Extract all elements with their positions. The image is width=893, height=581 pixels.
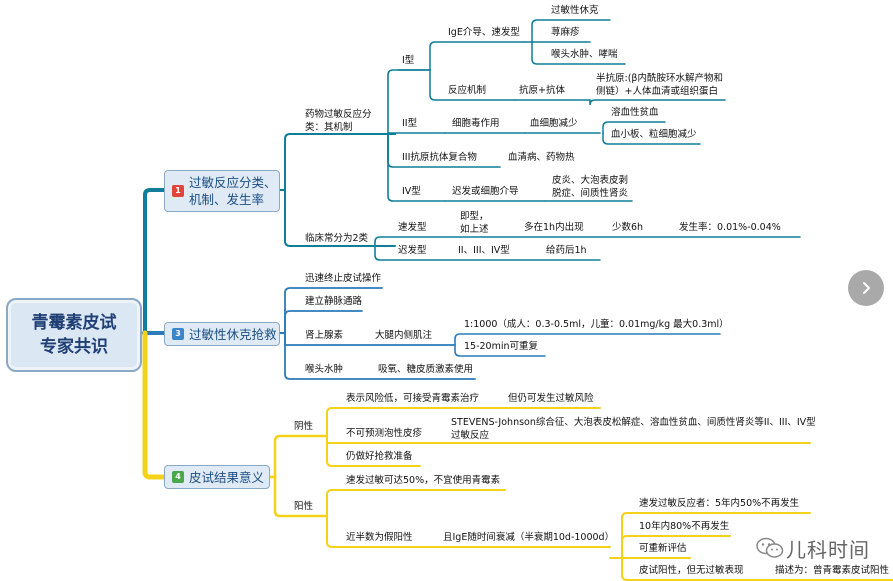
prepare-rescue-node[interactable]: 仍做好抢救准备: [346, 451, 413, 462]
connector-line: [429, 69, 516, 101]
connector-line: [284, 310, 363, 334]
sjs-node[interactable]: STEVENS-Johnson综合征、大泡表皮松解症、溶血性贫血、间质性肾炎等I…: [451, 417, 816, 441]
oxygen-steroid-node[interactable]: 吸氧、糖皮质激素使用: [378, 364, 474, 375]
laryngeal-edema-asthma-node[interactable]: 喉头水肿、哮喘: [551, 49, 618, 60]
hapten-node[interactable]: 半抗原:(β内酰胺环水解产物和 侧链）+人体血清或组织蛋白: [596, 73, 723, 97]
root-label: 青霉素皮试 专家共识: [31, 313, 117, 357]
cytotoxic-node[interactable]: 细胞毒作用: [452, 118, 500, 129]
antigen-antibody-node[interactable]: 抗原+抗体: [519, 85, 565, 96]
delayed-type-node[interactable]: 迟发型: [398, 245, 427, 256]
immediate-desc-node[interactable]: 即型， 如上述: [460, 211, 489, 235]
within-1h-node[interactable]: 多在1h内出现: [524, 222, 584, 233]
after-1h-node[interactable]: 给药后1h: [546, 245, 587, 256]
decay-10yr-node[interactable]: 10年内80%不再发生: [639, 521, 730, 532]
connector-line: [387, 69, 431, 135]
branch-number-badge: 4: [172, 471, 184, 483]
cytopenia-node[interactable]: 血细胞减少: [530, 118, 578, 129]
branch-number-badge: 1: [172, 185, 184, 197]
platelet-granulocyte-node[interactable]: 血小板、粒细胞减少: [611, 129, 697, 140]
branch-allergy-classification[interactable]: 1 过敏反应分类、 机制、发生率: [164, 170, 280, 212]
connector-line: [326, 407, 501, 437]
dermatitis-node[interactable]: 皮炎、大泡表皮剥 脱症、间质性肾炎: [552, 175, 629, 199]
stop-test-node[interactable]: 迅速终止皮试操作: [305, 273, 382, 284]
allergy-50-node[interactable]: 速发过敏可达50%，不宜使用青霉素: [346, 475, 501, 486]
few-6h-node[interactable]: 少数6h: [612, 222, 644, 233]
delayed-types-node[interactable]: II、III、IV型: [458, 245, 510, 256]
connector-line: [284, 332, 476, 380]
connector-line: [589, 99, 726, 106]
connector-line: [621, 535, 731, 548]
next-slide-button[interactable]: [848, 270, 884, 306]
connector-line: [454, 344, 546, 357]
dose-node[interactable]: 1:1000（成人：0.3-0.5ml，儿童：0.01mg/kg 最大0.3ml…: [464, 319, 729, 330]
unpredictable-rash-node[interactable]: 不可预测泡性皮疹: [346, 428, 423, 439]
connector-line: [284, 189, 396, 247]
connector-line: [326, 435, 421, 467]
im-injection-node[interactable]: 大腿内侧肌注: [375, 330, 433, 341]
reassess-node[interactable]: 可重新评估: [639, 543, 687, 554]
negative-node[interactable]: 阴性: [294, 421, 314, 432]
type-2-node[interactable]: II型: [402, 118, 418, 129]
branch-skin-test-meaning[interactable]: 4 皮试结果意义: [164, 465, 270, 489]
chevron-right-icon: [863, 282, 870, 294]
branch-anaphylaxis-rescue[interactable]: 3 过敏性休克抢救: [164, 322, 280, 346]
connector-line: [273, 434, 329, 479]
false-positive-node[interactable]: 近半数为假阳性: [346, 532, 413, 543]
wechat-icon: [756, 537, 784, 558]
incidence-node[interactable]: 发生率：0.01%-0.04%: [679, 222, 781, 233]
connector-line: [326, 489, 506, 517]
positive-node[interactable]: 阳性: [294, 501, 314, 512]
anaphylactic-shock-node[interactable]: 过敏性休克: [551, 5, 599, 16]
connector-line: [142, 330, 167, 480]
type-4-node[interactable]: IV型: [402, 186, 421, 197]
connector-line: [143, 188, 166, 335]
decay-5yr-node[interactable]: 速发过敏反应者：5年内50%不再发生: [639, 498, 800, 509]
connector-line: [374, 245, 601, 261]
iv-access-node[interactable]: 建立静脉通路: [305, 296, 363, 307]
ige-mediated-node[interactable]: IgE介导、速发型: [448, 27, 520, 38]
connector-line: [387, 133, 446, 202]
described-node[interactable]: 描述为：曾青霉素皮试阳性: [775, 565, 890, 576]
laryngeal-edema-node[interactable]: 喉头水肿: [305, 364, 344, 375]
root-node[interactable]: 青霉素皮试 专家共识: [6, 298, 142, 372]
type-1-node[interactable]: I型: [402, 55, 415, 66]
connector-line: [602, 132, 701, 145]
connector-line: [621, 512, 811, 548]
still-risk-node[interactable]: 但仍可发生过敏风险: [508, 393, 594, 404]
immediate-type-node[interactable]: 速发型: [398, 222, 427, 233]
connector-line: [621, 546, 893, 581]
watermark-text: 儿科时间: [786, 538, 870, 562]
reaction-mechanism-node[interactable]: 反应机制: [448, 85, 487, 96]
branch-label: 过敏反应分类、 机制、发生率: [189, 175, 277, 207]
branch-label: 皮试结果意义: [189, 469, 265, 485]
branch-label: 过敏性休克抢救: [189, 326, 277, 342]
ige-decay-node[interactable]: 且IgE随时间衰减（半衰期10d-1000d）: [443, 532, 615, 543]
connector-line: [429, 41, 526, 71]
connector-line: [531, 41, 626, 65]
connector-line: [454, 333, 721, 346]
repeat-node[interactable]: 15-20min可重复: [464, 341, 539, 352]
type-3-node[interactable]: III抗原抗体复合物: [402, 152, 477, 163]
connector-line: [284, 287, 383, 334]
urticaria-node[interactable]: 荨麻疹: [551, 27, 580, 38]
connector-line: [531, 19, 611, 43]
connector-line: [284, 133, 396, 191]
connector-line: [602, 121, 666, 134]
clinical-classes-node[interactable]: 临床常分为2类: [305, 233, 369, 244]
branch-number-badge: 3: [172, 328, 184, 340]
drug-allergy-node[interactable]: 药物过敏反应分 类：其机制: [305, 109, 372, 133]
connector-line: [326, 515, 611, 548]
positive-no-allergy-node[interactable]: 皮试阳性，但无过敏表现: [639, 565, 744, 576]
hemolytic-anemia-node[interactable]: 溶血性贫血: [611, 107, 659, 118]
serum-sickness-node[interactable]: 血清病、药物热: [508, 152, 575, 163]
connector-line: [273, 475, 329, 518]
connector-line: [374, 236, 801, 247]
delayed-cell-node[interactable]: 迟发或细胞介导: [452, 186, 519, 197]
low-risk-node[interactable]: 表示风险低，可接受青霉素治疗: [346, 393, 480, 404]
epinephrine-node[interactable]: 肾上腺素: [305, 330, 344, 341]
